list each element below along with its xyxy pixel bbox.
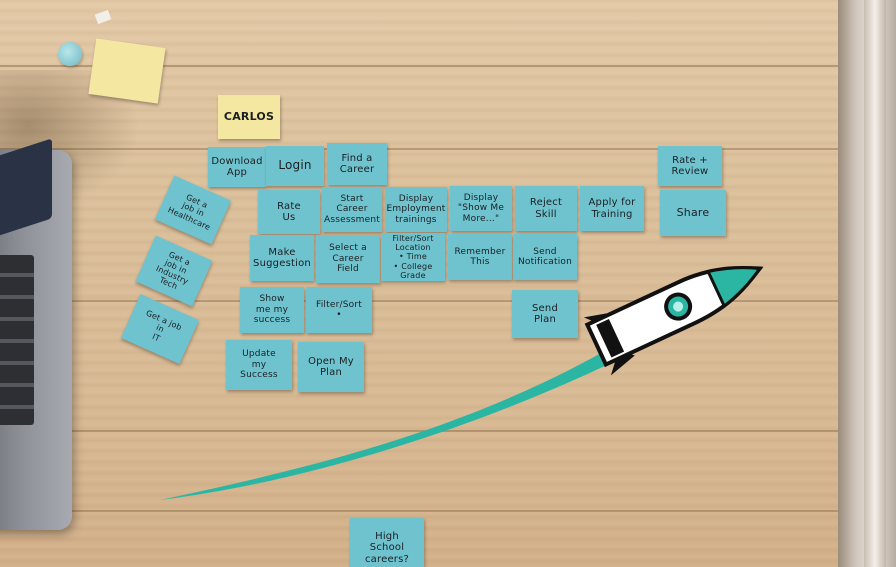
- note-filter-location: Filter/Sort Location • Time • College Gr…: [381, 233, 445, 281]
- note-share: Share: [660, 190, 726, 236]
- note-send-notification: Send Notification: [513, 234, 577, 280]
- table-seam: [0, 65, 896, 67]
- note-update-my-success: Update my Success: [226, 340, 292, 390]
- table-seam: [0, 510, 896, 512]
- note-carlos: CARLOS: [218, 95, 280, 139]
- note-rate-us: Rate Us: [258, 190, 320, 234]
- table-seam: [0, 430, 896, 432]
- note-find-career: Find a Career: [327, 143, 387, 185]
- note-filter-sort: Filter/Sort •: [306, 287, 372, 333]
- note-rate-review: Rate + Review: [658, 146, 722, 186]
- laptop-keyboard: [0, 255, 34, 425]
- note-send-plan: Send Plan: [512, 290, 578, 338]
- rocket-trail: [160, 330, 650, 500]
- note-login: Login: [266, 146, 324, 186]
- note-reject-skill: Reject Skill: [515, 186, 577, 231]
- note-remember-this: Remember This: [448, 234, 512, 280]
- table-seam: [0, 148, 896, 150]
- note-make-suggestion: Make Suggestion: [250, 235, 314, 281]
- note-display-show-me-more: Display "Show Me More...": [450, 186, 512, 231]
- rocket-icon: [583, 265, 764, 376]
- note-display-employment: Display Employment trainings: [385, 187, 447, 232]
- note-show-me-my-success: Show me my success: [240, 287, 304, 333]
- window-frame: [838, 0, 896, 567]
- note-open-my-plan: Open My Plan: [298, 342, 364, 392]
- note-download-app: Download App: [208, 147, 266, 187]
- note-start-career-assessment: Start Career Assessment: [322, 187, 382, 232]
- note-high-school: High School careers?: [350, 518, 424, 567]
- note-apply-for-training: Apply for Training: [580, 186, 644, 231]
- note-select-career-field: Select a Career Field: [316, 235, 380, 283]
- crumpled-paper-ball: [58, 42, 82, 66]
- table-seam: [0, 300, 896, 302]
